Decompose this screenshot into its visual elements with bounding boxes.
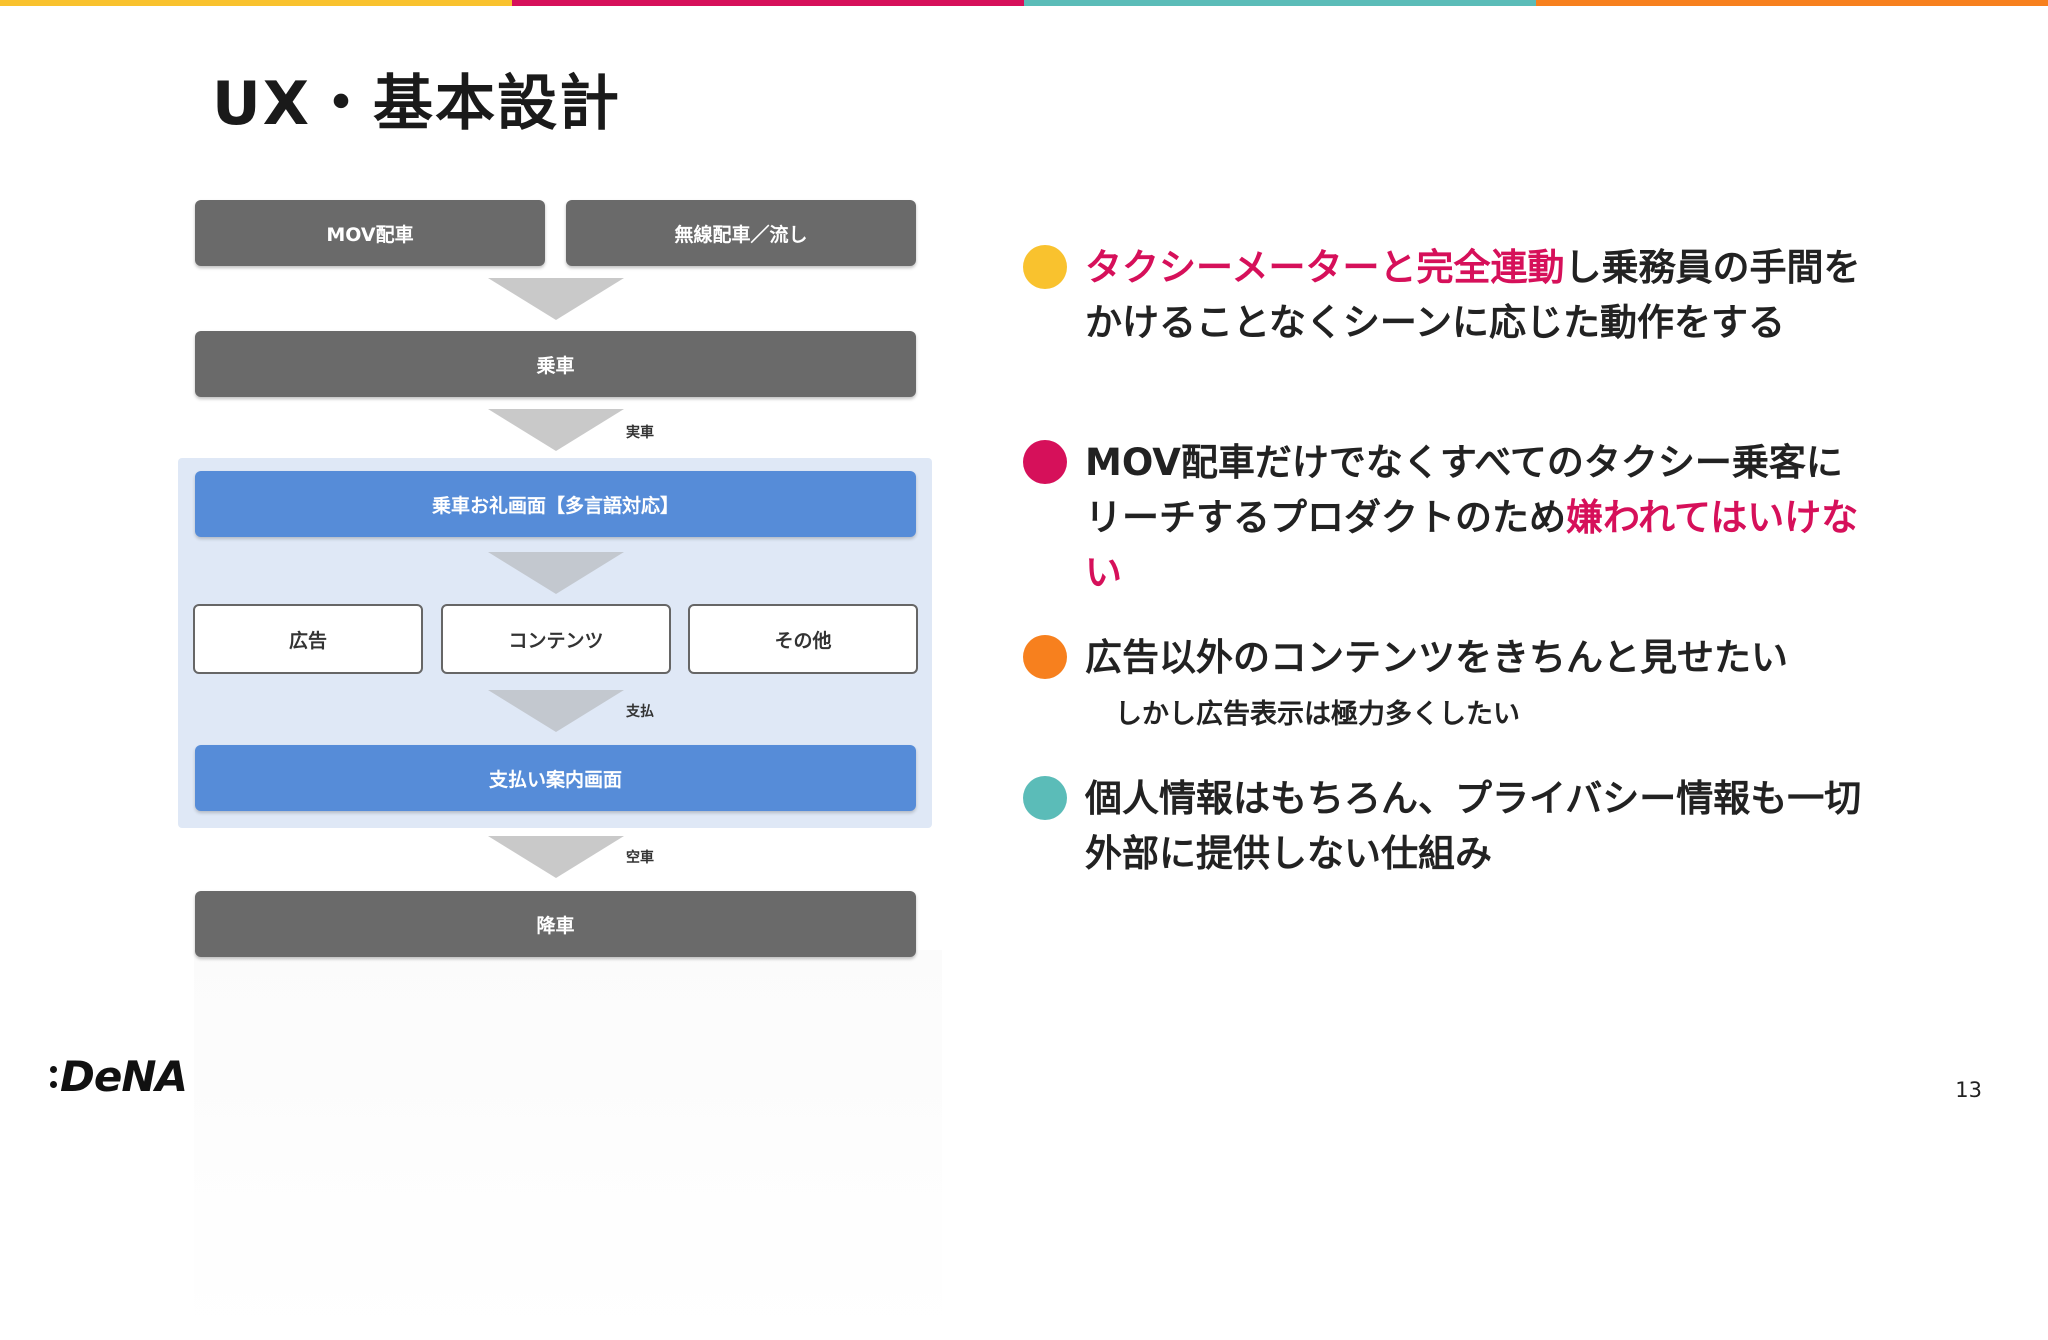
box-thanks-screen: 乗車お礼画面【多言語対応】: [195, 471, 916, 537]
flow-arrow-5: [488, 836, 624, 878]
logo-wordmark: DeNA: [60, 1052, 188, 1101]
label-payment: 支払: [626, 704, 654, 720]
bullet-text-1: タクシーメーターと完全連動し乗務員の手間をかけることなくシーンに応じた動作をする: [1085, 240, 1865, 350]
box-boarding: 乗車: [195, 331, 916, 397]
bullet-body-1: し乗務員の手間をかけることなくシーンに応じた動作をする: [1085, 246, 1861, 344]
dena-logo: DeNA: [50, 1052, 188, 1101]
bullet-dot-magenta: [1023, 440, 1067, 484]
flow-arrow-1: [488, 278, 624, 320]
page-number: 13: [1955, 1078, 1982, 1102]
box-mov-dispatch: MOV配車: [195, 200, 545, 266]
box-radio-dispatch: 無線配車／流し: [566, 200, 916, 266]
top-color-bar: [0, 0, 2048, 6]
bullet-highlight-1: タクシーメーターと完全連動: [1085, 246, 1565, 289]
label-vacant: 空車: [626, 850, 654, 866]
bullet-text-2: MOV配車だけでなくすべてのタクシー乗客にリーチするプロダクトのため嫌われてはい…: [1085, 435, 1865, 600]
flow-diagram: MOV配車 無線配車／流し 乗車 実車 乗車お礼画面【多言語対応】 広告 コンテ…: [178, 190, 942, 1340]
bullet-text-4: 個人情報はもちろん、プライバシー情報も一切外部に提供しない仕組み: [1085, 777, 1862, 875]
bullet-dot-teal: [1023, 776, 1067, 820]
box-other: その他: [688, 604, 918, 674]
bullet-text-3: 広告以外のコンテンツをきちんと見せたい: [1085, 636, 1788, 679]
slide-title: UX・基本設計: [212, 69, 621, 139]
topbar-segment-teal: [1024, 0, 1536, 6]
bullet-body-2: MOV配車だけでなくすべてのタクシー乗客にリーチするプロダクトのため: [1085, 441, 1843, 539]
topbar-segment-magenta: [512, 0, 1024, 6]
diagram-shadow-area: [194, 950, 942, 1340]
topbar-segment-orange: [1536, 0, 2048, 6]
box-payment-guide: 支払い案内画面: [195, 745, 916, 811]
label-occupied: 実車: [626, 425, 654, 441]
bullet-subtext-3: しかし広告表示は極力多くしたい: [1115, 699, 1520, 730]
flow-arrow-2: [488, 409, 624, 451]
box-contents: コンテンツ: [441, 604, 671, 674]
box-ads: 広告: [193, 604, 423, 674]
bullet-dot-orange: [1023, 635, 1067, 679]
box-alighting: 降車: [195, 891, 916, 957]
logo-colon-mark: [50, 1065, 57, 1088]
flow-arrow-3: [488, 552, 624, 594]
flow-arrow-4: [488, 690, 624, 732]
bullet-highlight-2: 嫌われてはいけない: [1085, 496, 1859, 594]
bullet-dot-yellow: [1023, 245, 1067, 289]
topbar-segment-yellow: [0, 0, 512, 6]
